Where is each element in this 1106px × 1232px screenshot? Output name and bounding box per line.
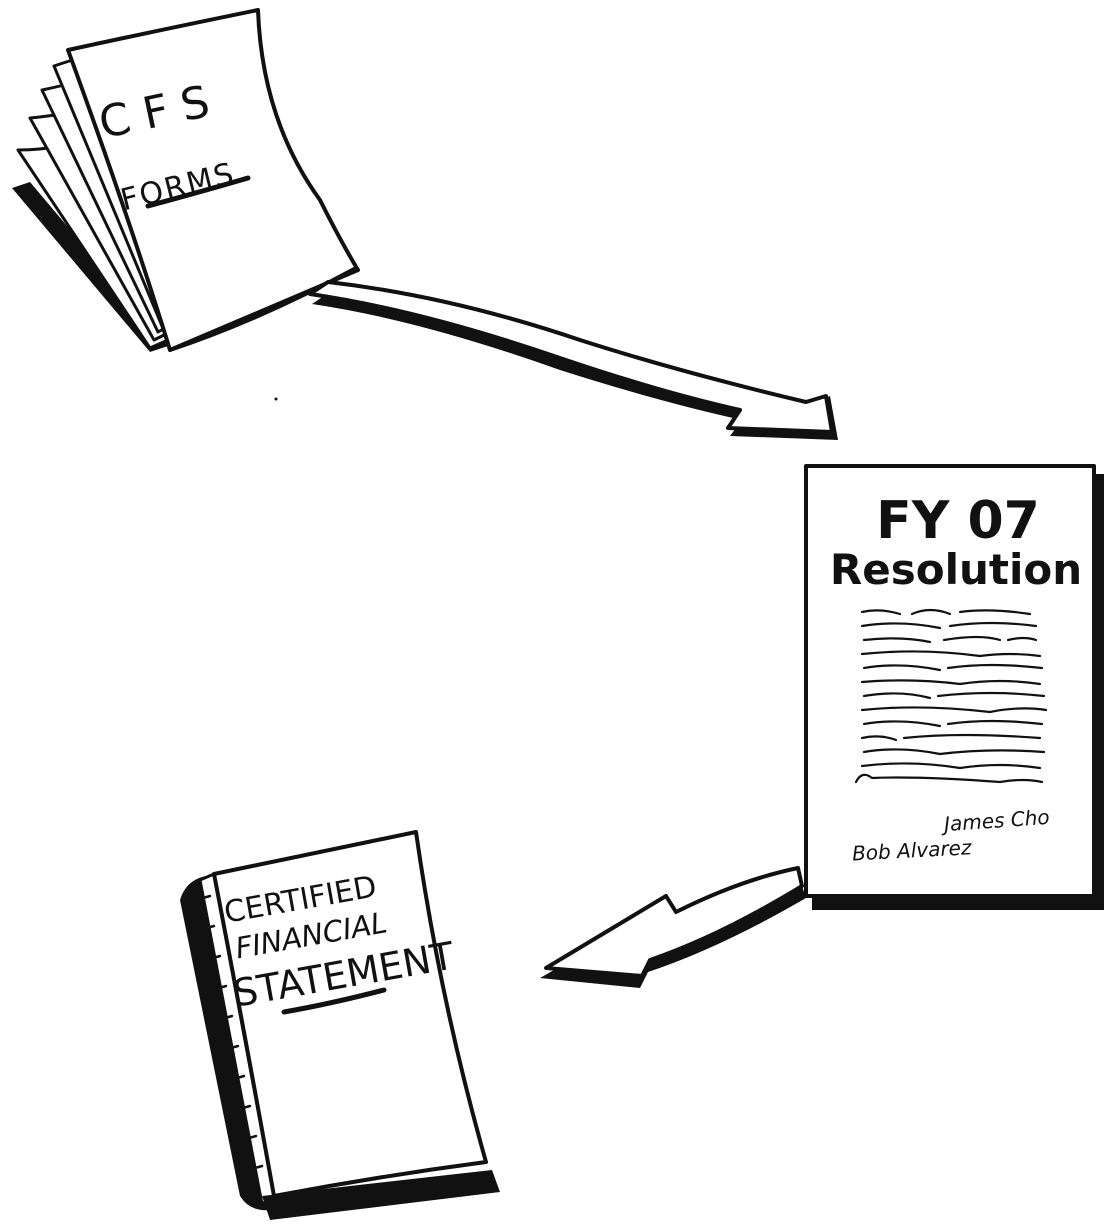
statement-underline — [281, 987, 387, 1015]
cfs-forms-stack: CFS FORMS — [12, 8, 360, 352]
arrow-resolution-to-statement — [540, 866, 806, 988]
book-binding — [194, 894, 264, 1172]
resolution-year: FY 07 — [876, 491, 1040, 551]
resolution-title: Resolution — [830, 545, 1082, 594]
resolution-document: FY 07 Resolution James Cho Bob Alvarez — [804, 464, 1104, 910]
ink-dot — [274, 397, 278, 401]
forms-underline — [145, 175, 251, 209]
arrow-forms-to-resolution — [308, 280, 838, 440]
resolution-body-text — [854, 608, 1048, 784]
financial-statement-book: CERTIFIED FINANCIAL STATEMENT — [180, 830, 500, 1220]
